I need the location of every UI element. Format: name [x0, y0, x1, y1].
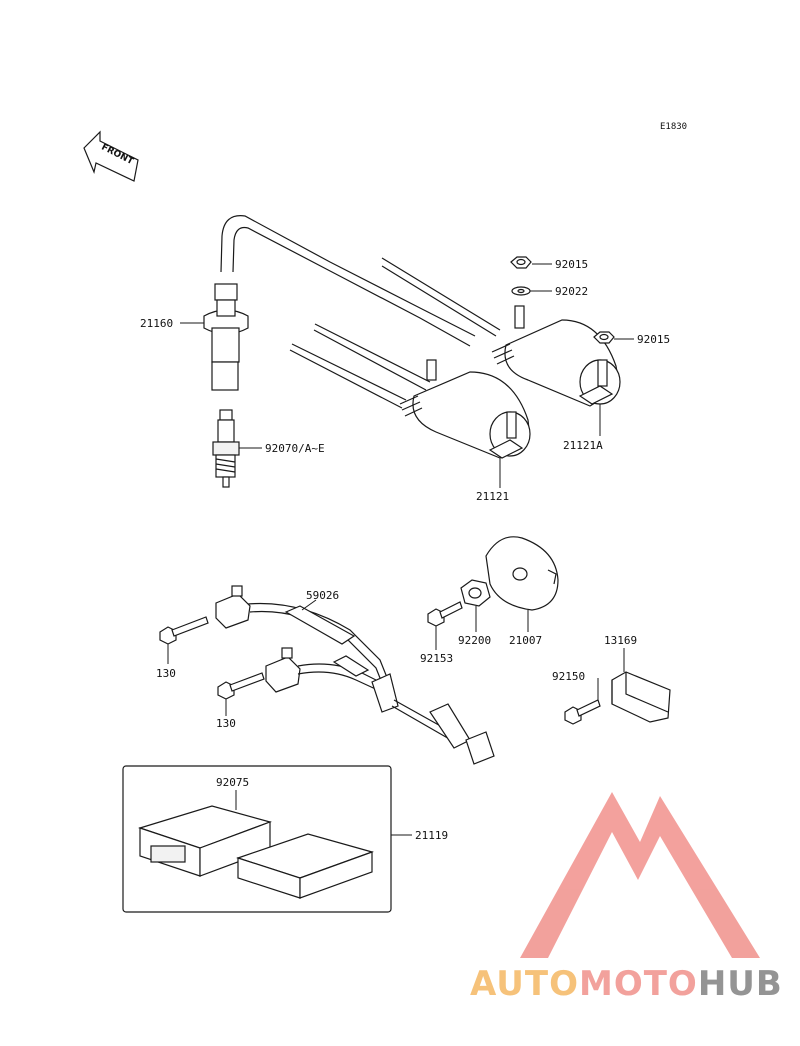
label-130-lower: 130: [216, 717, 236, 730]
timing-rotor-21007: [485, 536, 559, 611]
label-13169: 13169: [604, 634, 637, 647]
front-arrow-icon: FRONT: [83, 130, 139, 182]
leader-lines: [167, 263, 634, 836]
bracket-13169: [611, 671, 671, 723]
label-92070: 92070/A~E: [265, 442, 325, 455]
label-92022: 92022: [555, 285, 588, 298]
coil-nut-right: [593, 331, 615, 344]
ignition-coil-lower: [289, 323, 531, 459]
label-130-upper: 130: [156, 667, 176, 680]
label-21007: 21007: [509, 634, 542, 647]
logo-text-hub: HUB: [698, 964, 783, 1004]
diagram-code: E1830: [660, 122, 687, 132]
logo-text-moto: MOTO: [579, 964, 698, 1004]
nut-92200: [460, 579, 491, 607]
label-92153: 92153: [420, 652, 453, 665]
label-92150: 92150: [552, 670, 585, 683]
spark-plug-cap: [203, 215, 476, 391]
logo-text-auto: AUTO: [470, 964, 579, 1004]
label-59026: 59026: [306, 589, 339, 602]
automotohub-logo: AUTOMOTOHUB: [470, 792, 783, 1004]
bolt-130-lower: [217, 672, 265, 700]
svg-text:AUTOMOTOHUB: AUTOMOTOHUB: [470, 964, 783, 1004]
coil-nut-upper: [510, 256, 532, 269]
spark-plug: [212, 409, 240, 488]
label-92075: 92075: [216, 776, 249, 789]
igniter-group-frame: [122, 765, 392, 913]
label-21160: 21160: [140, 317, 173, 330]
igniter-92075: [138, 805, 272, 877]
bolt-92150: [564, 699, 601, 725]
igniter-21119: [236, 833, 374, 899]
label-21121a: 21121A: [563, 439, 603, 452]
bolt-130-upper: [159, 616, 209, 645]
ignition-coil-upper: [381, 257, 621, 407]
bolt-92153: [427, 601, 463, 627]
label-21119: 21119: [415, 829, 448, 842]
label-21121: 21121: [476, 490, 509, 503]
coil-washer: [511, 286, 531, 296]
pickup-coil-harness: [215, 585, 495, 765]
label-92015-upper: 92015: [555, 258, 588, 271]
label-92200: 92200: [458, 634, 491, 647]
label-92015-right: 92015: [637, 333, 670, 346]
